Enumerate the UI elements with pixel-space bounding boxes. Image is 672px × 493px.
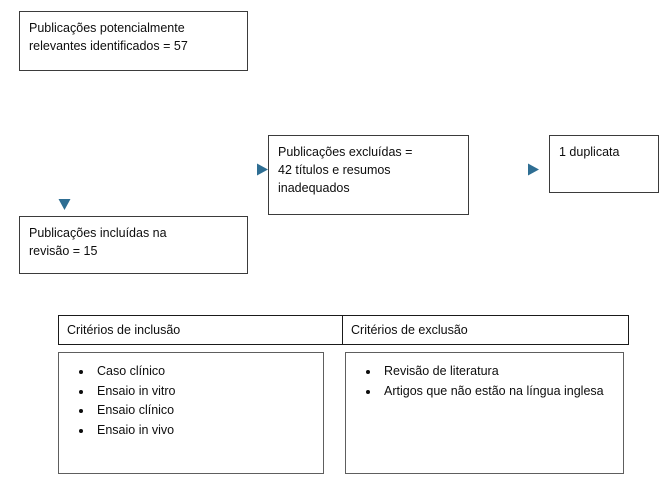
box-publications-identified: Publicações potencialmente relevantes id…: [19, 11, 248, 71]
arrow-identified-to-included: [58, 96, 71, 210]
box-publications-included: Publicações incluídas na revisão = 15: [19, 216, 248, 274]
inclusion-criteria-item: Ensaio in vitro: [93, 382, 317, 401]
arrow-excluded-to-duplicate: [478, 163, 539, 176]
table-cell-exclusion-items: Revisão de literaturaArtigos que não est…: [345, 352, 624, 474]
arrow-to-excluded: [110, 163, 268, 176]
inclusion-criteria-item: Caso clínico: [93, 362, 317, 381]
exclusion-criteria-item: Artigos que não estão na língua inglesa: [380, 382, 617, 401]
table-header-inclusion: Critérios de inclusão: [58, 315, 343, 345]
inclusion-criteria-list: Caso clínicoEnsaio in vitroEnsaio clínic…: [59, 353, 323, 439]
box-duplicates: 1 duplicata: [549, 135, 659, 193]
exclusion-criteria-item: Revisão de literatura: [380, 362, 617, 381]
exclusion-criteria-list: Revisão de literaturaArtigos que não est…: [346, 353, 623, 400]
table-cell-inclusion-items: Caso clínicoEnsaio in vitroEnsaio clínic…: [58, 352, 324, 474]
inclusion-criteria-item: Ensaio in vivo: [93, 421, 317, 440]
box-publications-excluded: Publicações excluídas = 42 títulos e res…: [268, 135, 469, 215]
table-header-exclusion: Critérios de exclusão: [342, 315, 629, 345]
inclusion-criteria-item: Ensaio clínico: [93, 401, 317, 420]
